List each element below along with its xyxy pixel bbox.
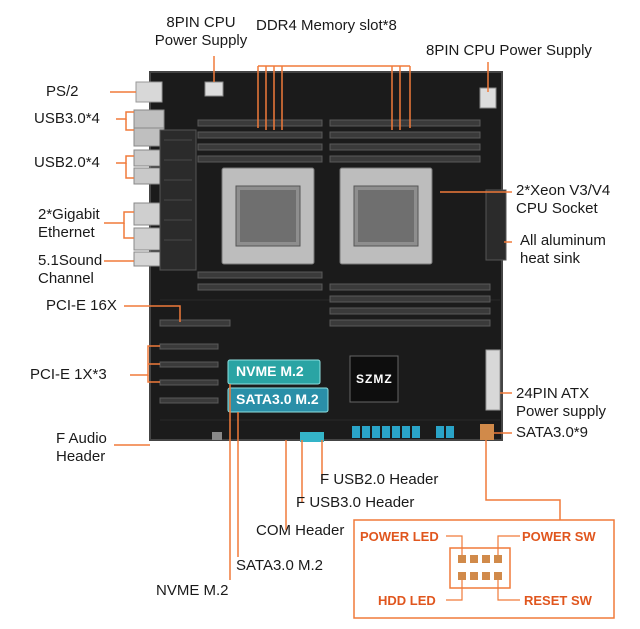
ethernet-line2: Ethernet xyxy=(38,224,95,241)
ddr4-label: DDR4 Memory slot*8 xyxy=(256,17,397,34)
bottom-headers xyxy=(212,349,501,442)
ps2-label: PS/2 xyxy=(46,83,79,100)
heatsink-line1: All aluminum xyxy=(520,232,606,249)
cpu-power-right-label: 8PIN CPU Power Supply xyxy=(426,42,592,59)
sata-ports xyxy=(352,426,454,438)
sound-label: 5.1Sound Channel xyxy=(38,252,102,288)
atx-label: 24PIN ATX Power supply xyxy=(516,385,606,421)
heatsinks xyxy=(159,129,507,271)
sound-line1: 5.1Sound xyxy=(38,252,103,269)
cpu-power-left-line2: Power Supply xyxy=(154,32,248,49)
faudio-line1: F Audio xyxy=(56,430,107,447)
fusb3-label: F USB3.0 Header xyxy=(296,494,415,511)
usb2-label: USB2.0*4 xyxy=(34,154,100,171)
cpu-power-left-line1: 8PIN CPU xyxy=(166,14,236,31)
hdd-led-label: HDD LED xyxy=(378,593,436,608)
pcie16-label: PCI-E 16X xyxy=(46,297,117,314)
atx-line2: Power supply xyxy=(516,403,607,420)
rear-io-ports xyxy=(133,81,165,267)
reset-sw-label: RESET SW xyxy=(524,593,592,608)
power-sw-label: POWER SW xyxy=(522,529,596,544)
ethernet-label: 2*Gigabit Ethernet xyxy=(38,206,100,242)
faudio-label: F Audio Header xyxy=(56,430,107,466)
heatsink-line2: heat sink xyxy=(520,250,581,267)
sata-chip-label: SATA3.0 M.2 xyxy=(236,391,319,407)
ethernet-line1: 2*Gigabit xyxy=(38,206,100,223)
sata-m2-label: SATA3.0 M.2 xyxy=(236,557,323,574)
brand-logo: SZMZ xyxy=(356,372,393,386)
cpu-socket-line2: CPU Socket xyxy=(516,200,598,217)
cpu-socket-label: 2*Xeon V3/V4 CPU Socket xyxy=(516,182,610,218)
leader-lines xyxy=(104,56,561,580)
sound-line2: Channel xyxy=(38,270,94,287)
heatsink-label: All aluminum heat sink xyxy=(520,232,606,268)
nvme-m2-label: NVME M.2 xyxy=(156,582,229,599)
fusb2-label: F USB2.0 Header xyxy=(320,471,439,488)
cpu-power-left-label: 8PIN CPU Power Supply xyxy=(146,14,256,50)
nvme-chip-label: NVME M.2 xyxy=(236,363,304,379)
power-led-label: POWER LED xyxy=(360,529,439,544)
cpu-socket-line1: 2*Xeon V3/V4 xyxy=(516,182,611,199)
pcie1-label: PCI-E 1X*3 xyxy=(30,366,107,383)
front-panel-diagram xyxy=(353,519,615,619)
pch-chip xyxy=(349,355,399,403)
usb3-label: USB3.0*4 xyxy=(34,110,100,127)
cpu-sockets xyxy=(221,167,433,265)
faudio-line2: Header xyxy=(56,448,106,465)
dimm-slots xyxy=(197,119,491,327)
sata9-label: SATA3.0*9 xyxy=(516,424,588,441)
m2-callouts xyxy=(227,359,329,413)
com-label: COM Header xyxy=(256,522,345,539)
atx-line1: 24PIN ATX xyxy=(516,385,590,402)
